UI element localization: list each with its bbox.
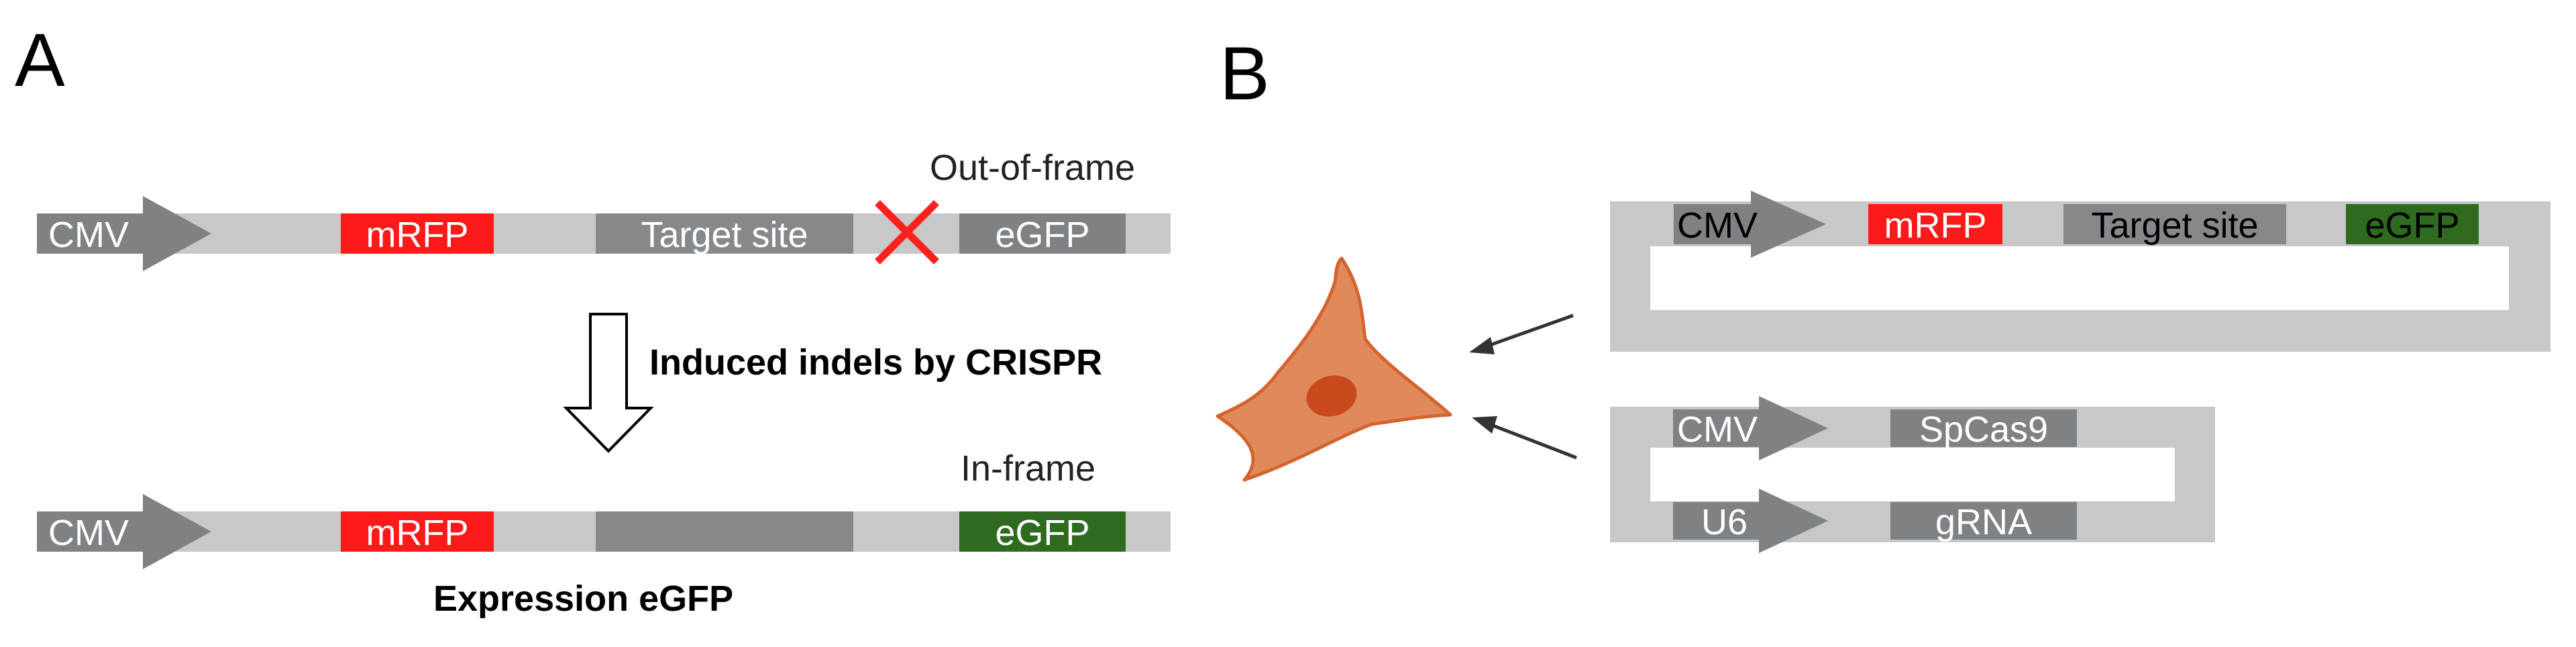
mrfp-label: mRFP [366, 215, 469, 255]
indels-caption: Induced indels by CRISPR [649, 342, 1102, 383]
down-arrow-icon [563, 313, 654, 453]
panel-b-letter: B [1220, 32, 1270, 115]
grna-label: gRNA [1935, 502, 2032, 542]
cmv-label: CMV [1677, 409, 1758, 450]
arrow-into-cell-icon [1472, 416, 1577, 460]
construct-out-of-frame: CMV mRFP Target site eGFP Out-of-frame [37, 148, 1171, 271]
mrfp-block [341, 511, 494, 552]
mrfp-block [341, 213, 494, 254]
egfp-label: eGFP [995, 513, 1089, 553]
cmv-promoter-arrow [37, 494, 211, 569]
cmv-promoter-arrow [1673, 396, 1828, 460]
nucleus [1306, 375, 1357, 417]
spcas9-block [1890, 409, 2077, 447]
egfp-block [959, 213, 1126, 254]
reporter-plasmid: CMV mRFP Target site eGFP [1610, 191, 2551, 352]
egfp-block [959, 511, 1126, 552]
mrfp-label: mRFP [1884, 205, 1987, 246]
out-of-frame-label: Out-of-frame [930, 148, 1135, 188]
egfp-label: eGFP [2365, 205, 2459, 246]
cmv-label: CMV [1677, 205, 1758, 246]
cmv-label: CMV [48, 215, 129, 255]
spcas9-label: SpCas9 [1919, 409, 2048, 450]
panel-a-letter: A [15, 18, 65, 102]
u6-label: U6 [1701, 502, 1748, 542]
cell-icon [1216, 256, 1452, 482]
arrow-into-cell-icon [1469, 313, 1574, 354]
target-site-block [2063, 204, 2286, 244]
cmv-promoter-arrow [1674, 191, 1826, 258]
cmv-promoter-arrow [37, 196, 211, 271]
cas9-grna-plasmid: CMV SpCas9 U6 gRNA [1610, 396, 2215, 553]
expression-caption: Expression eGFP [433, 579, 733, 619]
construct-in-frame: CMV mRFP eGFP In-frame [37, 448, 1171, 569]
egfp-block [2346, 204, 2479, 244]
target-site-label: Target site [641, 215, 808, 255]
cmv-label: CMV [48, 513, 129, 553]
cross-icon [875, 200, 939, 264]
in-frame-label: In-frame [961, 448, 1095, 489]
egfp-label: eGFP [995, 215, 1089, 255]
plasmid-hole [1650, 448, 2175, 501]
mrfp-block [1868, 204, 2002, 244]
mrfp-label: mRFP [366, 513, 469, 553]
target-site-block [596, 213, 853, 254]
edited-target-block [596, 511, 853, 552]
plasmid-hole [1650, 246, 2509, 310]
target-site-label: Target site [2091, 205, 2258, 246]
u6-promoter-arrow [1673, 489, 1828, 553]
grna-block [1890, 502, 2077, 540]
